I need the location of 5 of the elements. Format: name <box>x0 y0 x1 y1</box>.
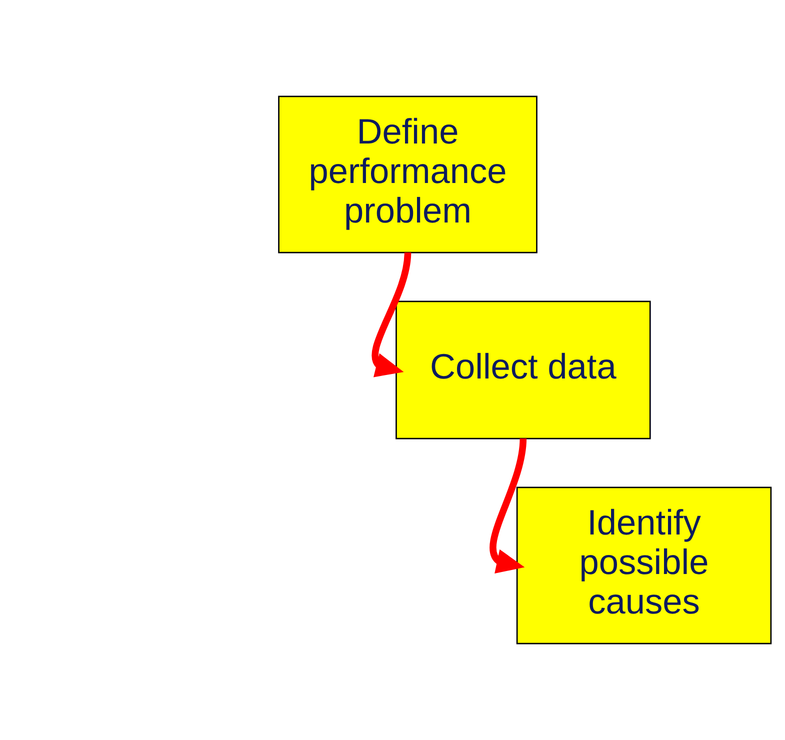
node-box: Define performance problem <box>278 96 538 254</box>
arrow <box>490 438 527 574</box>
node-box: Identify possible causes <box>516 486 772 644</box>
arrow <box>372 252 412 378</box>
node-box: Collect data <box>396 300 651 440</box>
